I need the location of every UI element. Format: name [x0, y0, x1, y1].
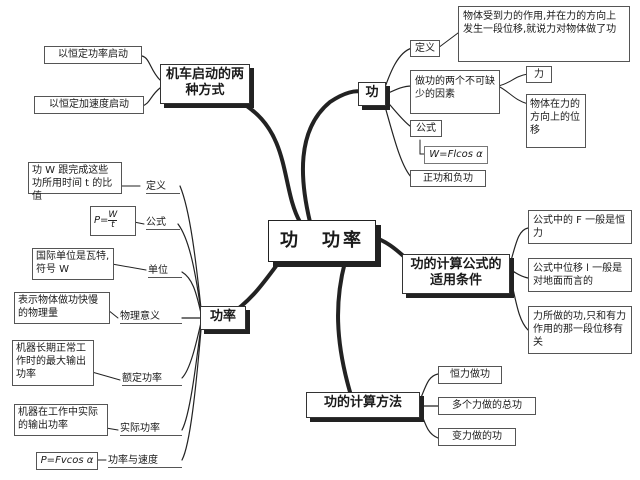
power-formula-label: 公式 — [146, 216, 180, 230]
work-factor-displacement: 物体在力的方向上的位移 — [526, 94, 586, 148]
power-unit-text: 国际单位是瓦特,符号 W — [32, 248, 114, 280]
methods-topic: 功的计算方法 — [306, 392, 420, 418]
conditions-item-1: 公式中的 F 一般是恒力 — [528, 210, 632, 244]
branch-startup — [212, 90, 302, 224]
power-meaning-text: 表示物体做功快慢的物理量 — [14, 292, 110, 324]
methods-item-2: 多个力做的总功 — [438, 397, 536, 415]
conditions-item-3: 力所做的功,只和有力作用的那一段位移有关 — [528, 306, 632, 354]
work-factors-label: 做功的两个不可缺少的因素 — [410, 70, 500, 114]
work-formula: W=Flcos α — [424, 146, 488, 164]
central-topic: 功 功率 — [268, 220, 376, 262]
methods-item-3: 变力做的功 — [438, 428, 516, 446]
power-velocity-label: 功率与速度 — [108, 454, 182, 468]
power-rated-text: 机器长期正常工作时的最大输出功率 — [12, 340, 94, 386]
work-factor-force: 力 — [526, 66, 552, 83]
power-definition-label: 定义 — [146, 180, 180, 194]
power-velocity-formula: P=Fvcos α — [36, 452, 98, 470]
power-formula-lhs: P= — [94, 215, 109, 226]
startup-mode-accel: 以恒定加速度启动 — [34, 96, 144, 114]
branch-methods — [336, 260, 352, 394]
power-definition-text: 功 W 跟完成这些功所用时间 t 的比值 — [28, 162, 122, 202]
methods-item-1: 恒力做功 — [438, 366, 502, 384]
work-topic: 功 — [358, 82, 386, 106]
conditions-item-2: 公式中位移 l 一般是对地面而言的 — [528, 258, 632, 292]
power-actual-label: 实际功率 — [120, 422, 182, 436]
work-formula-label: 公式 — [410, 120, 442, 137]
power-rated-label: 额定功率 — [122, 372, 182, 386]
work-definition-text: 物体受到力的作用,并在力的方向上发生一段位移,就说力对物体做了功 — [458, 6, 630, 62]
power-topic: 功率 — [200, 306, 246, 330]
startup-mode-power: 以恒定功率启动 — [44, 46, 142, 64]
power-meaning-label: 物理意义 — [120, 310, 182, 324]
work-sign-label: 正功和负功 — [410, 170, 486, 187]
power-formula-denominator: t — [111, 219, 115, 230]
power-formula-numerator: W — [108, 209, 118, 221]
startup-topic: 机车启动的两种方式 — [160, 64, 250, 104]
power-unit-label: 单位 — [148, 264, 182, 278]
work-definition-label: 定义 — [410, 40, 440, 57]
power-actual-text: 机器在工作中实际的输出功率 — [14, 404, 108, 436]
conditions-topic: 功的计算公式的适用条件 — [402, 254, 510, 294]
branch-work — [300, 89, 364, 224]
